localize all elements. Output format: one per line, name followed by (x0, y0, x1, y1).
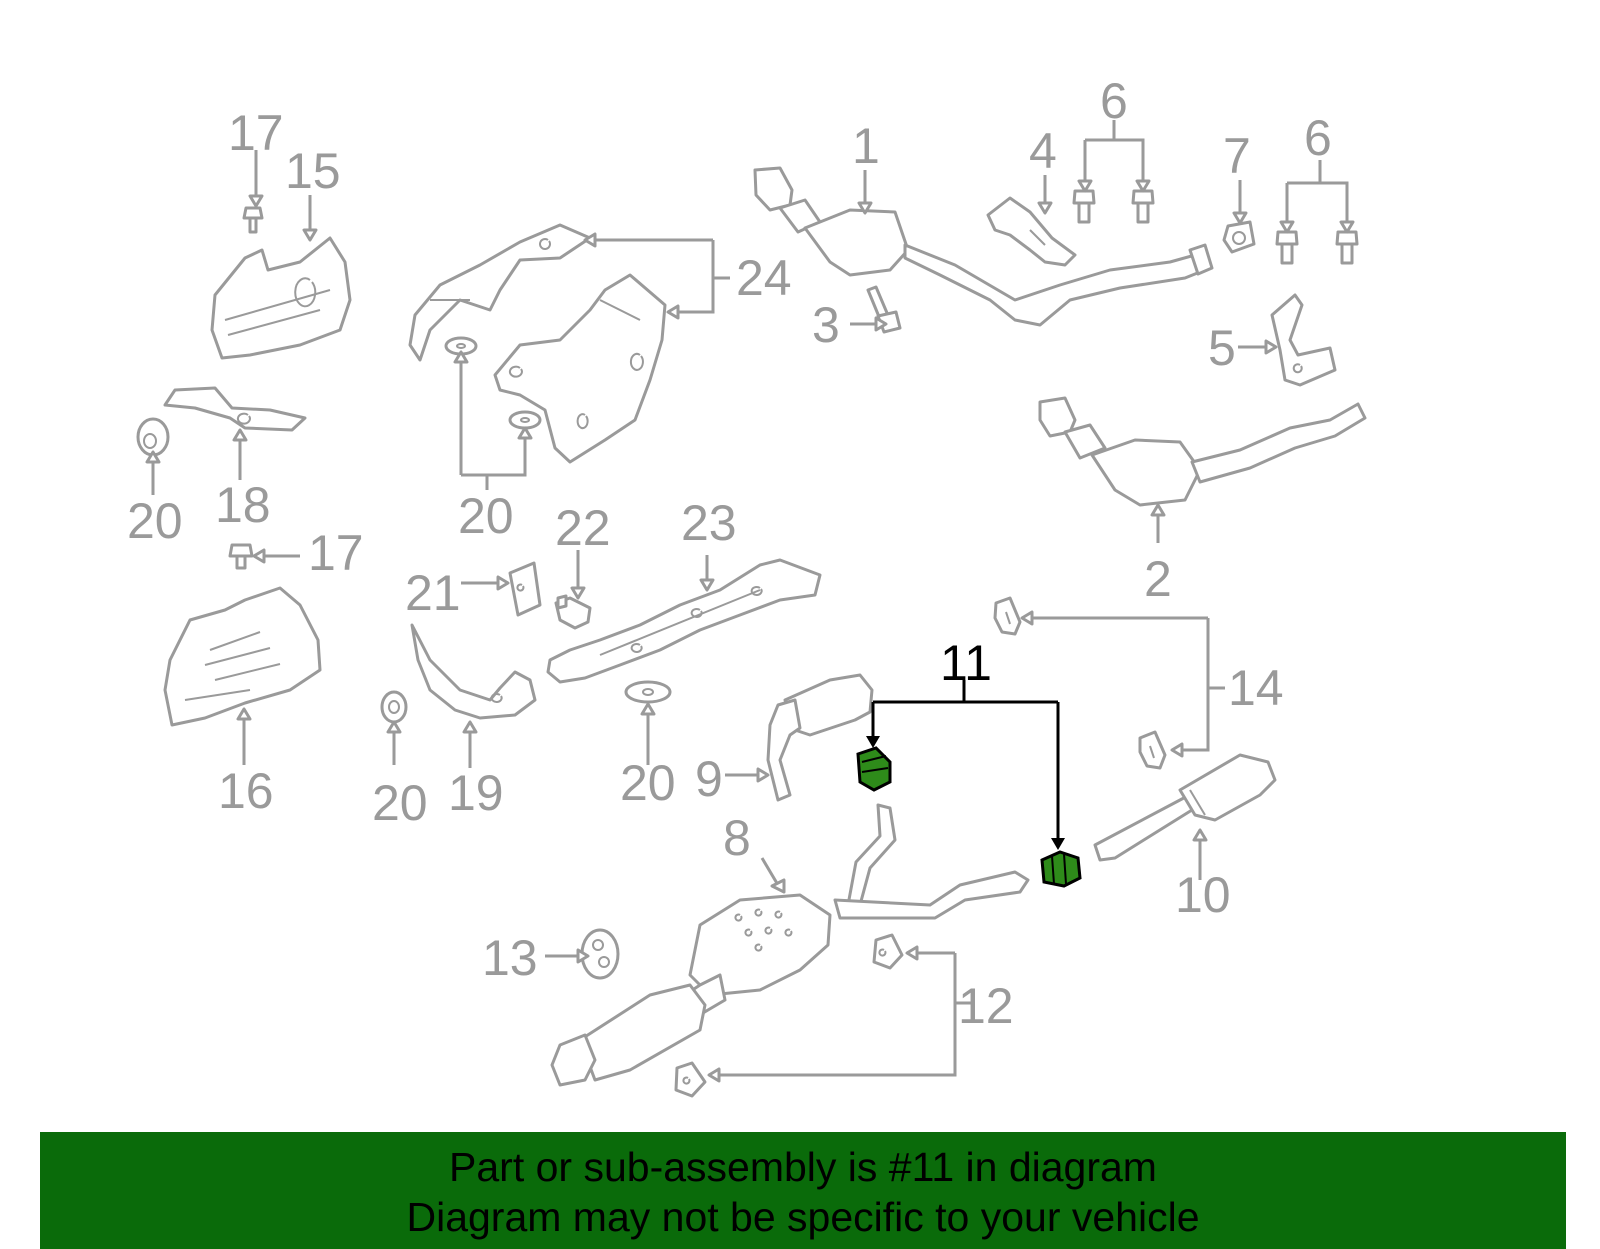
callout-19: 19 (448, 765, 504, 821)
callout-20-center: 20 (458, 488, 514, 544)
callout-6-a: 6 (1100, 73, 1128, 129)
bracket-4 (986, 196, 1077, 267)
callout-23: 23 (681, 495, 737, 551)
heat-shield-24-upper (408, 223, 592, 362)
callout-20-right: 20 (620, 755, 676, 811)
nut-20-d (380, 690, 408, 724)
callout-3: 3 (812, 297, 840, 353)
screw-17-top (242, 206, 264, 234)
bracket-5 (1270, 293, 1337, 387)
nut-20-b (508, 410, 542, 430)
catalytic-converter-1 (753, 166, 1214, 327)
bracket-23 (546, 558, 822, 684)
clip-21 (508, 561, 542, 617)
heat-shield-15 (210, 236, 352, 360)
clamp-11-upper (856, 746, 892, 792)
heat-shield-16 (163, 586, 322, 727)
bracket-12-bottom (674, 1061, 707, 1098)
callout-21: 21 (405, 565, 461, 621)
callout-8: 8 (723, 810, 751, 866)
note-part-number: Part or sub-assembly is #11 in diagram (449, 1144, 1157, 1190)
screw-17-mid (228, 543, 254, 570)
callout-15: 15 (285, 143, 341, 199)
callout-1: 1 (852, 118, 880, 174)
resonator-9 (766, 673, 874, 802)
bolt-6-c (1275, 230, 1299, 265)
leader-lines-11 (866, 680, 1065, 850)
callout-13: 13 (482, 930, 538, 986)
note-vehicle-disclaimer: Diagram may not be specific to your vehi… (406, 1194, 1200, 1240)
clamp-11-lower (1040, 850, 1082, 888)
callout-6-b: 6 (1304, 110, 1332, 166)
callout-10: 10 (1175, 867, 1231, 923)
callout-20-lower: 20 (372, 775, 428, 831)
muffler-10 (1093, 753, 1277, 862)
callout-12: 12 (958, 978, 1014, 1034)
callout-5: 5 (1208, 320, 1236, 376)
gasket-14-bottom (1138, 730, 1167, 770)
bolt-22 (554, 594, 592, 630)
callout-labels: 17 15 20 18 17 16 24 20 1 4 6 7 6 3 5 2 … (127, 73, 1332, 1034)
callout-22: 22 (555, 500, 611, 556)
bolt-6-a (1072, 189, 1096, 224)
callout-18: 18 (215, 477, 271, 533)
bracket-18 (163, 386, 307, 432)
gasket-7 (1222, 220, 1256, 254)
callout-14: 14 (1228, 660, 1284, 716)
callout-17-mid: 17 (308, 525, 364, 581)
callout-17-top: 17 (228, 105, 284, 161)
bolt-6-d (1335, 230, 1359, 265)
callout-4: 4 (1029, 123, 1057, 179)
diagram-note-banner: Part or sub-assembly is #11 in diagram D… (40, 1132, 1566, 1249)
leader-lines (145, 120, 1355, 1083)
callout-2: 2 (1144, 551, 1172, 607)
catalytic-converter-2 (1038, 396, 1367, 507)
callout-20-left: 20 (127, 493, 183, 549)
nut-20-left (136, 417, 170, 457)
callout-24: 24 (736, 250, 792, 306)
bolt-6-b (1131, 189, 1155, 224)
bracket-12-top (872, 933, 904, 970)
bracket-19 (410, 623, 537, 720)
callout-9: 9 (695, 751, 723, 807)
callout-7: 7 (1223, 128, 1251, 184)
heat-shield-24-lower (493, 273, 667, 464)
callout-11: 11 (940, 635, 992, 691)
gasket-14-top (993, 596, 1022, 636)
center-muffler-8 (550, 803, 1030, 1087)
nut-20-c (624, 680, 672, 704)
callout-16: 16 (218, 763, 274, 819)
